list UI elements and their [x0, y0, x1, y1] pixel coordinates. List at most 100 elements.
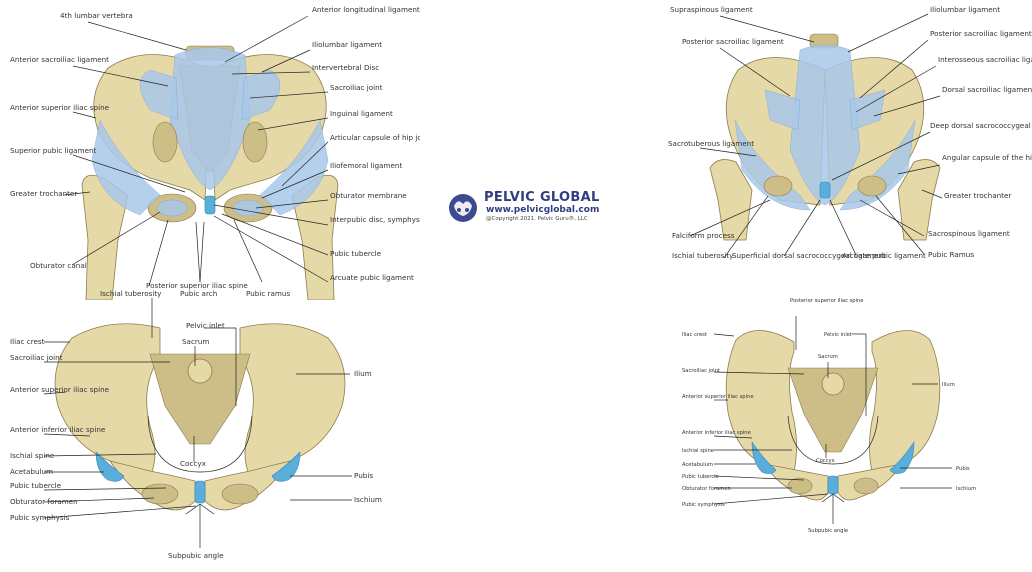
- label-greater-trochanter: Greater trochanter: [944, 191, 1011, 200]
- female-pelvis-panel: Posterior superior iliac spine Pelvic in…: [0, 276, 420, 572]
- label-obturator-canal: Obturator canal: [30, 261, 87, 270]
- right-femur-shape: [897, 159, 941, 241]
- label-psis: Posterior superior iliac spine: [146, 281, 248, 290]
- pelvic-inlet-curve: [147, 415, 253, 473]
- label-arcuate: Arcuate pubic ligament: [330, 273, 414, 282]
- label-psis: Posterior superior iliac spine: [790, 298, 864, 304]
- label-iliac-crest: Iliac crest: [682, 332, 707, 338]
- sacrum-shape: [149, 353, 251, 445]
- label-sacroiliac-joint: Sacroiliac joint: [330, 83, 383, 92]
- label-iliolumbar: Iliolumbar ligament: [930, 5, 1000, 14]
- anterior-ligaments-illustration: 4th lumbar vertebra Anterior longitudina…: [10, 5, 420, 300]
- right-iliofemoral-shape: [259, 119, 329, 216]
- pelvic-inlet-curve: [787, 415, 879, 465]
- label-falciform: Falciform process: [672, 231, 735, 240]
- label-ischial-spine: Ischial spine: [682, 448, 714, 454]
- label-articular-capsule: Articular capsule of hip joint: [330, 133, 420, 142]
- label-iliac-crest: Iliac crest: [10, 337, 45, 346]
- left-acetabulum-shape: [95, 451, 125, 482]
- right-obturator-shape: [857, 175, 887, 197]
- label-pubic-ramus: Pubic Ramus: [928, 250, 974, 259]
- right-obturator-foramen-shape: [853, 477, 879, 495]
- label-superior-pubic: Superior pubic ligament: [10, 146, 97, 155]
- label-pubis: Pubis: [354, 471, 373, 480]
- left-pelvic-foramen-shape: [152, 121, 178, 163]
- anterior-ligaments-panel: 4th lumbar vertebra Anterior longitudina…: [0, 0, 420, 300]
- label-sacroiliac: Sacroiliac joint: [682, 368, 720, 374]
- left-acetabulum-shape: [751, 441, 777, 474]
- sacral-promontory-shape: [187, 358, 213, 384]
- label-arcuate: Arcuate pubic ligament: [842, 251, 926, 260]
- label-subpubic-angle: Subpubic angle: [808, 528, 848, 534]
- sacrum-shape: [787, 367, 879, 453]
- label-aiis: Anterior inferior iliac spine: [682, 430, 751, 436]
- label-sacrum: Sacrum: [818, 354, 838, 360]
- label-asis: Anterior superior iliac spine: [10, 385, 110, 394]
- label-obturator-foramen: Obturator foramen: [10, 497, 78, 506]
- sacrococcygeal-shape: [819, 181, 831, 199]
- posterior-ligaments-illustration: Supraspinous ligament Iliolumbar ligamen…: [668, 5, 1032, 260]
- left-femur-shape: [709, 159, 753, 241]
- brand-url[interactable]: www.pelvicglobal.com: [486, 205, 600, 215]
- label-pubic-symphysis: Pubic symphysis: [682, 502, 725, 508]
- male-pelvis-illustration: Posterior superior iliac spine Iliac cre…: [682, 298, 976, 534]
- label-sacrospinous: Sacrospinous ligament: [928, 229, 1010, 238]
- label-asis: Anterior superior iliac spine: [10, 103, 110, 112]
- label-pubic-arch: Pubic arch: [180, 289, 217, 298]
- label-ilium: Ilium: [942, 382, 955, 388]
- right-ilium-shape: [239, 323, 346, 477]
- label-intervertebral: Intervertebral Disc: [312, 63, 379, 72]
- label-l4: 4th lumbar vertebra: [60, 11, 133, 20]
- label-iliolumbar: Iliolumbar ligament: [312, 40, 382, 49]
- brand-copyright: @Copyright 2021. Pelvic Guru®, LLC: [486, 216, 588, 222]
- left-iliofemoral-shape: [91, 119, 161, 216]
- left-obturator-foramen-shape: [141, 483, 179, 505]
- label-anterior-sacroiliac: Anterior sacroiliac ligament: [10, 55, 109, 64]
- pubic-symphysis-shape: [194, 480, 206, 504]
- label-pubic-tubercle: Pubic tubercle: [330, 249, 382, 258]
- label-ischial-spine: Ischial spine: [10, 451, 55, 460]
- label-greater-trochanter: Greater trochanter: [10, 189, 77, 198]
- label-angular-capsule: Angular capsule of the hip joint: [942, 153, 1032, 162]
- label-superficial-dorsal: Superficial dorsal sacrococcygeal ligame…: [732, 251, 886, 260]
- label-sacrum: Sacrum: [182, 337, 209, 346]
- label-anterior-longitudinal: Anterior longitudinal ligament: [312, 5, 420, 14]
- right-acetabulum-shape: [889, 441, 915, 474]
- left-ilium-shape: [725, 330, 797, 473]
- label-ischial-tuberosity: Ischial tuberosity: [672, 251, 734, 260]
- label-interpubic: Interpubic disc, symphysis pubis: [330, 215, 420, 224]
- pelvic-global-logo: PELVIC GLOBAL www.pelvicglobal.com @Copy…: [446, 190, 611, 226]
- male-pelvis-panel: Posterior superior iliac spine Iliac cre…: [676, 292, 1006, 542]
- label-supraspinous: Supraspinous ligament: [670, 5, 753, 14]
- label-pubis: Pubis: [956, 466, 970, 472]
- right-pelvic-foramen-shape: [242, 121, 268, 163]
- left-posterior-sacroiliac-shape: [764, 89, 801, 131]
- label-pubic-tubercle: Pubic tubercle: [682, 474, 719, 480]
- label-ischium: Ischium: [354, 495, 382, 504]
- label-obturator-membrane: Obturator membrane: [330, 191, 407, 200]
- label-iliofemoral: Iliofemoral ligament: [330, 161, 402, 170]
- label-subpubic-angle: Subpubic angle: [168, 551, 224, 560]
- label-ischium: Ischium: [956, 486, 976, 492]
- label-pelvic-inlet: Pelvic inlet: [824, 332, 852, 338]
- label-inguinal: Inguinal ligament: [330, 109, 393, 118]
- label-dorsal-sacroiliac: Dorsal sacroiliac ligament: [942, 85, 1032, 94]
- label-pubic-tubercle: Pubic tubercle: [10, 481, 62, 490]
- label-deep-dorsal: Deep dorsal sacrococcygeal ligament: [930, 121, 1032, 130]
- sacral-ligaments-shape: [789, 44, 861, 206]
- label-coccyx: Coccyx: [180, 459, 207, 468]
- female-pelvis-illustration: Posterior superior iliac spine Pelvic in…: [10, 281, 382, 560]
- label-obturator-foramen: Obturator foramen: [682, 486, 731, 492]
- label-sacroiliac: Sacroiliac joint: [10, 353, 63, 362]
- label-aiis: Anterior inferior iliac spine: [10, 425, 106, 434]
- label-posterior-sacroiliac-right: Posterior sacroiliac ligament: [930, 29, 1032, 38]
- left-obturator-membrane-shape: [156, 199, 188, 217]
- right-iliolumbar-shape: [241, 69, 281, 121]
- label-posterior-sacroiliac-left: Posterior sacroiliac ligament: [682, 37, 784, 46]
- label-acetabulum: Acetabulum: [682, 462, 713, 468]
- label-ischial-tuberosity: Ischial tuberosity: [100, 289, 162, 298]
- pubic-symphysis-shape: [827, 475, 839, 495]
- right-acetabulum-shape: [271, 451, 301, 482]
- right-ilium-shape: [869, 330, 941, 473]
- label-sacrotuberous: Sacrotuberous ligament: [668, 139, 754, 148]
